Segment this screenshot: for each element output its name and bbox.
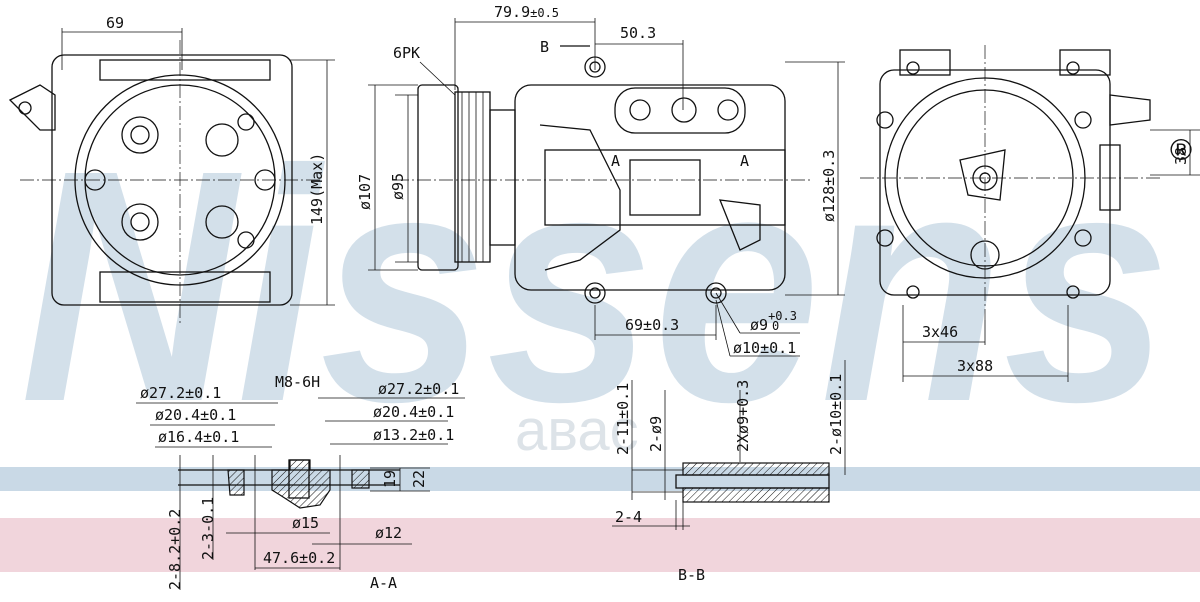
- body-d128-label: ø128±0.3: [820, 150, 838, 222]
- height-22-label: 22: [410, 470, 428, 488]
- section-aa-title: A-A: [370, 574, 397, 592]
- side-view: 79.9±0.5 50.3 6PK B A A ø107 ø95: [356, 3, 845, 357]
- front-width-label: 69: [106, 14, 124, 32]
- bb-d10-label: 2-ø10±0.1: [827, 374, 845, 455]
- section-bb-title: B-B: [678, 566, 705, 584]
- bb-w4-label: 2-4: [615, 508, 642, 526]
- section-a-left-label: A: [611, 152, 620, 170]
- section-b-label: B: [540, 38, 549, 56]
- section-aa: M8-6H ø27.2±0.1 ø20.4±0.1 ø16.4±0.1 ø27.…: [136, 373, 465, 592]
- pulley-d95-label: ø95: [389, 173, 407, 200]
- aa-left-d204: ø20.4±0.1: [155, 406, 236, 424]
- watermark-blue-band: [0, 467, 1200, 491]
- hole-d10-label: ø10±0.1: [733, 339, 796, 357]
- depth-3-label: 2-3-0.1: [199, 497, 217, 560]
- bb-d9-label: 2-ø9: [647, 416, 665, 452]
- front-view: 69 149(Max): [8, 14, 335, 325]
- hole-d9-tol-low: 0: [772, 319, 779, 333]
- offset-label: 79.9±0.5: [494, 3, 559, 21]
- pulley-d107-label: ø107: [356, 174, 374, 210]
- depth-8-2-label: 2-8.2+0.2: [166, 509, 184, 590]
- rear-dim-3x88-label: 3x88: [957, 357, 993, 375]
- height-19-label: 19: [381, 470, 399, 488]
- aa-right-d272: ø27.2±0.1: [378, 380, 459, 398]
- pulley-type-label: 6PK: [393, 44, 420, 62]
- thread-label: M8-6H: [275, 373, 320, 391]
- hole-d9-label: ø9+0.3: [750, 309, 797, 334]
- aa-right-d204: ø20.4±0.1: [373, 403, 454, 421]
- port-spacing-label: 50.3: [620, 24, 656, 42]
- aa-right-d132: ø13.2±0.1: [373, 426, 454, 444]
- watermark-pink-band: [0, 518, 1200, 572]
- watermark-brand: Nissens: [20, 101, 1170, 470]
- rear-dim-3x46-label: 3x46: [922, 323, 958, 341]
- front-height-label: 149(Max): [308, 153, 326, 225]
- d12-label: ø12: [375, 524, 402, 542]
- rear-dim-38-label: 38: [1172, 147, 1190, 165]
- watermark-shop: авас: [515, 398, 639, 463]
- mount-spacing-label: 69±0.3: [625, 316, 679, 334]
- section-a-right-label: A: [740, 152, 749, 170]
- bb-d11-label: 2-11±0.1: [614, 383, 632, 455]
- len-47-6-label: 47.6±0.2: [263, 549, 335, 567]
- rear-view: 38 3x46 3x88: [860, 45, 1200, 382]
- d15-label: ø15: [292, 514, 319, 532]
- aa-left-d164: ø16.4±0.1: [158, 428, 239, 446]
- section-bb: 2-11±0.1 2-ø9 2Xø9+0.3 2-ø10±0.1 2-4 B-B: [612, 360, 846, 584]
- bb-d9x-label: 2Xø9+0.3: [734, 380, 752, 452]
- aa-left-d272: ø27.2±0.1: [140, 384, 221, 402]
- watermark-registered: ®: [1170, 134, 1192, 167]
